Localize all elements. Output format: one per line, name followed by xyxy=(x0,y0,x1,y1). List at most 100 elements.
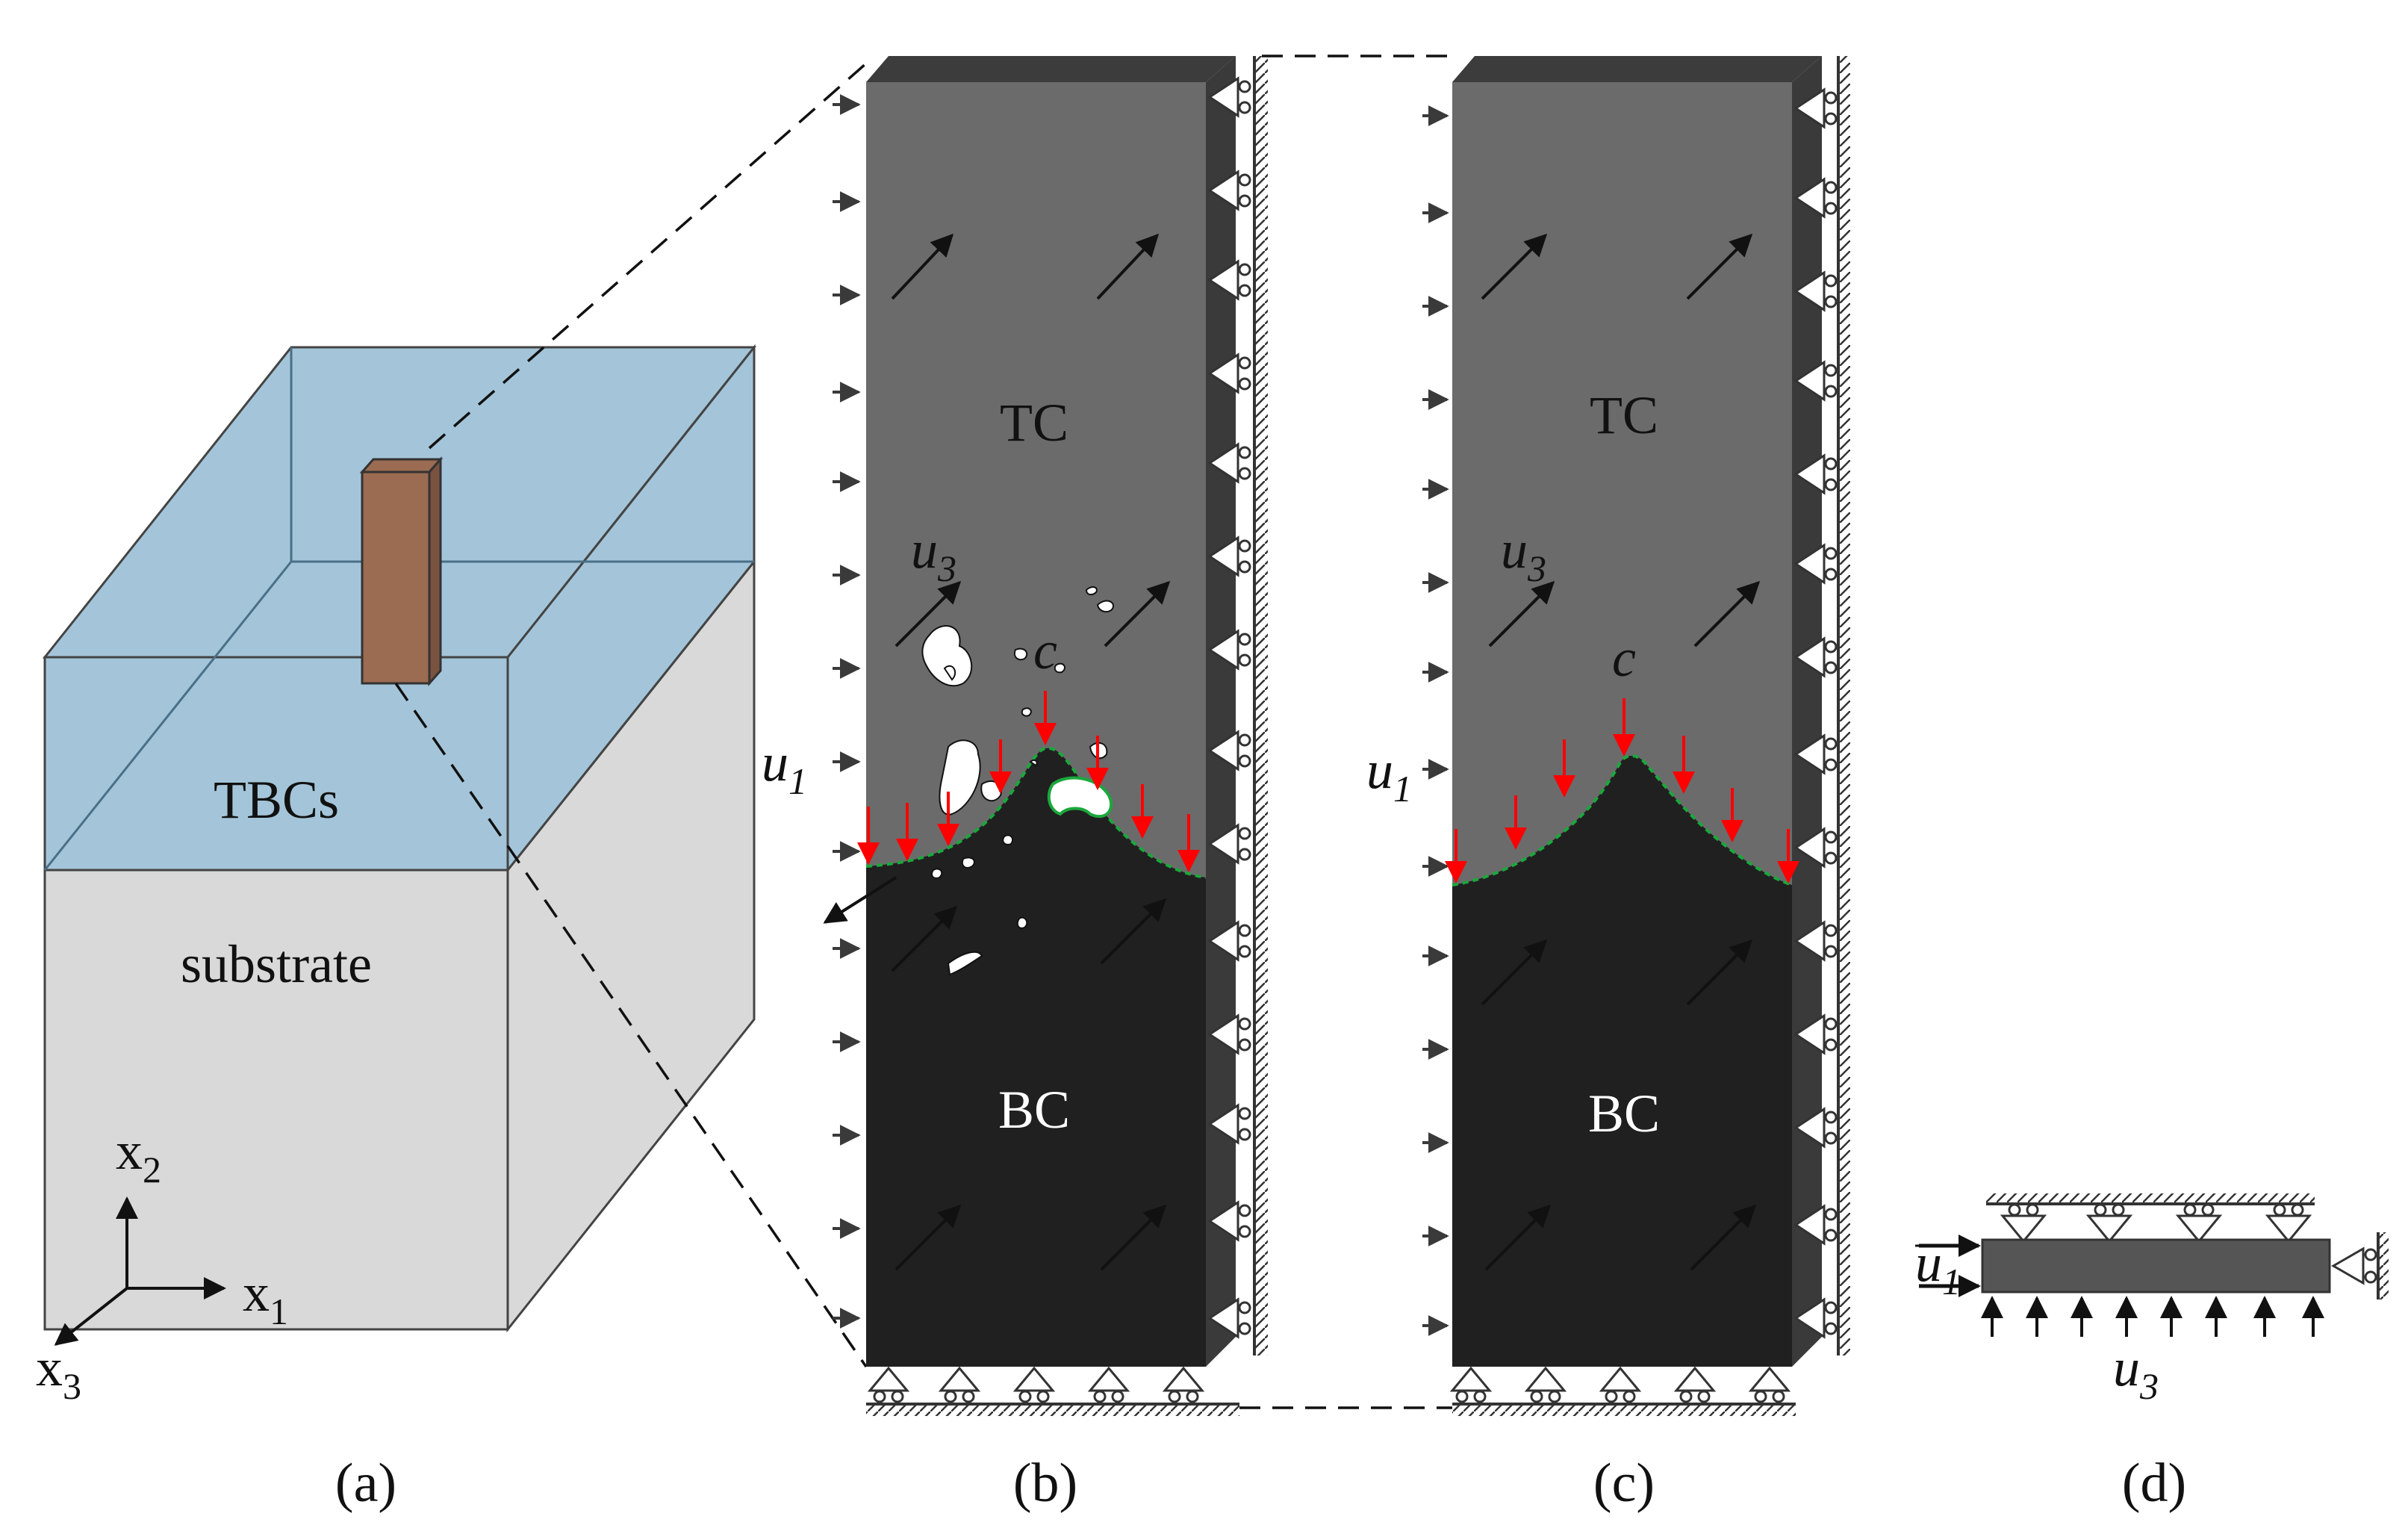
roller-support xyxy=(1793,636,1838,678)
roller-support xyxy=(1207,76,1251,118)
u3-label-b: u3 xyxy=(911,520,956,589)
bottom-supports-c xyxy=(1452,1403,1796,1416)
roller-support xyxy=(1207,535,1251,577)
roller-support xyxy=(1207,1103,1251,1145)
right-wall-c xyxy=(1837,56,1850,1355)
u3-label-d: u3 xyxy=(2113,1338,2159,1407)
x3-axis-label: x3 xyxy=(36,1338,81,1407)
roller-support xyxy=(1207,170,1251,211)
tbc-front-face xyxy=(43,656,509,872)
zoom-leader-lines xyxy=(394,55,1452,1409)
roller-support xyxy=(1207,823,1251,865)
roller-support xyxy=(1207,442,1251,484)
roller-support xyxy=(2000,1203,2047,1243)
caption-c: (c) xyxy=(1593,1453,1655,1514)
u3-arrows-d xyxy=(1981,1296,2324,1337)
roller-support xyxy=(1599,1366,1642,1403)
roller-support xyxy=(1793,453,1838,495)
panel-a: TBCs substrate x2 x1 x3 (a) xyxy=(36,344,757,1514)
caption-d: (d) xyxy=(2122,1453,2186,1514)
u3-label-c: u3 xyxy=(1501,520,1546,589)
u1-reaction-arrow-b xyxy=(823,876,897,924)
right-rollers-b xyxy=(1207,76,1251,1339)
roller-support xyxy=(1207,629,1251,671)
u1-label-d: u1 xyxy=(1915,1233,1961,1302)
roller-support xyxy=(1524,1366,1567,1403)
roller-support xyxy=(1207,730,1251,771)
right-roller-supports-b xyxy=(1253,56,1268,1355)
bottom-supports-b xyxy=(866,1403,1239,1416)
roller-support xyxy=(1207,353,1251,394)
rve-column-top xyxy=(359,458,444,473)
pressure-arrows-b xyxy=(857,691,1200,872)
left-edge-arrows-c xyxy=(1422,105,1449,1336)
tc-label-b: TC xyxy=(1000,393,1068,453)
roller-support xyxy=(1162,1366,1205,1403)
roller-support xyxy=(1793,360,1838,402)
substrate-label: substrate xyxy=(181,934,372,994)
column-b-top-edge xyxy=(866,56,1236,82)
roller-support xyxy=(1793,1204,1838,1246)
bottom-rollers-b xyxy=(867,1366,1205,1403)
panel-d: u1 u3 (d) xyxy=(1915,1193,2389,1514)
right-support-d xyxy=(2330,1232,2389,1299)
c-label-c: c xyxy=(1612,628,1636,688)
u3-arrows-c xyxy=(1481,233,1761,1271)
roller-support xyxy=(1449,1366,1493,1403)
x1-axis-label: x1 xyxy=(243,1263,288,1332)
interface-line-b xyxy=(865,746,1207,879)
roller-support xyxy=(1793,1107,1838,1149)
u1-label-c: u1 xyxy=(1366,740,1412,810)
right-rollers-c xyxy=(1793,87,1838,1339)
roller-support xyxy=(1748,1366,1791,1403)
caption-b: (b) xyxy=(1013,1453,1077,1514)
u3-arrows-b xyxy=(891,233,1171,1271)
bc-label-b: BC xyxy=(998,1080,1070,1140)
column-b-side-edge xyxy=(1206,56,1236,1367)
caption-a: (a) xyxy=(335,1453,396,1514)
roller-support xyxy=(1207,259,1251,301)
rve-column xyxy=(361,471,431,685)
pressure-arrows-c xyxy=(1445,698,1799,883)
roller-support xyxy=(1207,1297,1251,1339)
roller-support xyxy=(1793,1013,1838,1055)
roller-support xyxy=(2265,1203,2312,1243)
interface-line-c xyxy=(1452,754,1793,886)
thin-layer-bar xyxy=(1981,1238,2331,1294)
top-rollers-d xyxy=(2000,1203,2312,1243)
roller-support xyxy=(1012,1366,1056,1403)
roller-support xyxy=(2085,1203,2133,1243)
column-c-side-edge xyxy=(1792,56,1822,1367)
roller-support xyxy=(1207,920,1251,962)
roller-support xyxy=(867,1366,910,1403)
roller-support xyxy=(1793,543,1838,585)
roller-support xyxy=(1087,1366,1130,1403)
tc-label-c: TC xyxy=(1590,385,1658,445)
tbcs-label: TBCs xyxy=(214,770,339,830)
roller-support xyxy=(2175,1203,2223,1243)
roller-support xyxy=(938,1366,981,1403)
column-c-top-edge xyxy=(1452,56,1822,82)
roller-support xyxy=(1793,270,1838,312)
u1-label-b: u1 xyxy=(762,733,807,802)
roller-support xyxy=(1207,1200,1251,1242)
roller-support xyxy=(1673,1366,1717,1403)
bottom-rollers-c xyxy=(1449,1366,1791,1403)
roller-support xyxy=(1793,177,1838,219)
x2-axis-label: x2 xyxy=(116,1121,161,1190)
bc-label-c: BC xyxy=(1588,1084,1660,1143)
rve-column-side xyxy=(428,456,442,686)
roller-support xyxy=(1207,1013,1251,1055)
roller-support xyxy=(1793,827,1838,869)
coordinate-axes: x2 x1 x3 xyxy=(36,1121,288,1407)
left-edge-arrows-b xyxy=(833,94,861,1329)
roller-support xyxy=(1793,87,1838,129)
roller-support xyxy=(1793,1297,1838,1339)
panel-b: TC BC u3 c u1 (b) xyxy=(762,56,1268,1514)
top-supports-d xyxy=(1986,1193,2315,1205)
roller-support xyxy=(1793,920,1838,962)
roller-support xyxy=(1793,733,1838,775)
c-label-b: c xyxy=(1033,621,1057,680)
panel-c: TC BC u3 c u1 (c) xyxy=(1366,56,1850,1514)
